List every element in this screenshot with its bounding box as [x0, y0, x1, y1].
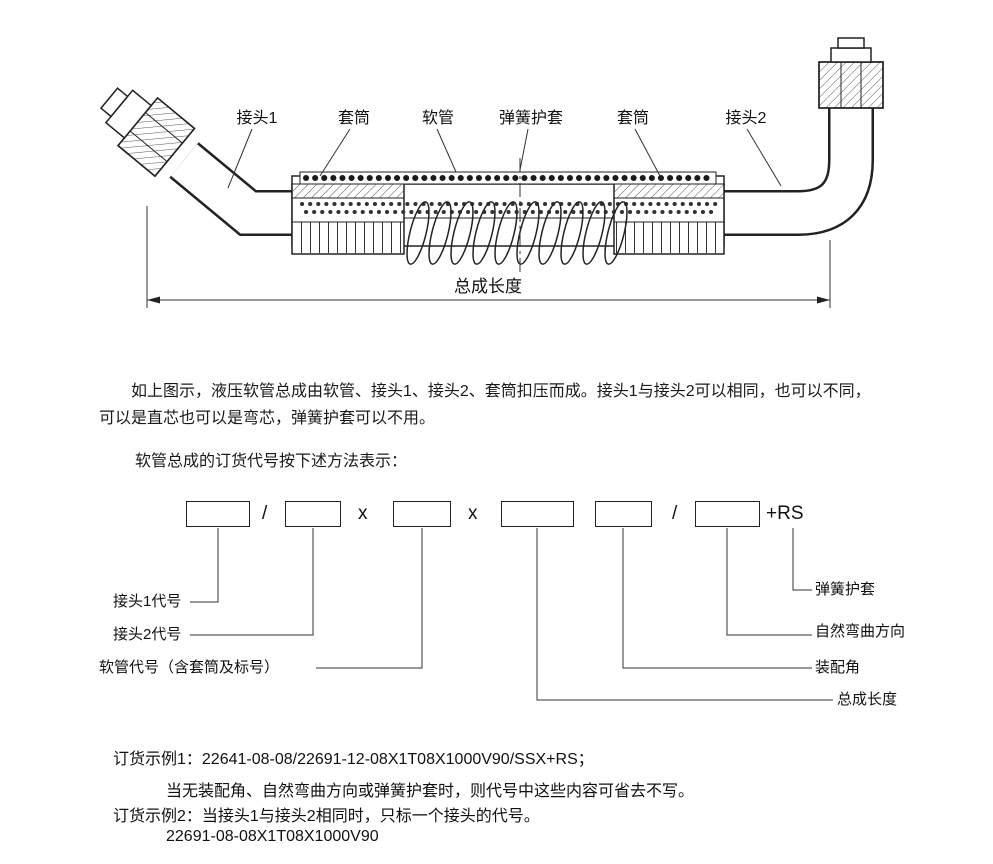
part-labels: 接头1 套筒 软管 弹簧护套 套筒 接头2: [227, 108, 782, 189]
label-joint1-code: 接头1代号: [113, 593, 182, 610]
label-hose-code: 软管代号（含套筒及标号）: [99, 659, 280, 676]
label-assembly-angle: 装配角: [815, 659, 861, 676]
part-label-joint1: 接头1: [237, 109, 278, 127]
part-label-spring-guard: 弹簧护套: [499, 108, 563, 127]
code-box-length: [501, 501, 574, 527]
dim-arrow-right: [817, 296, 830, 304]
wire-braid-dots: [300, 202, 718, 214]
intro-paragraph: 如上图示，液压软管总成由软管、接头1、接头2、套筒扣压而成。接头1与接头2可以相…: [99, 378, 871, 432]
label-assembly-length: 总成长度: [837, 691, 898, 708]
code-separator-x-1: x: [358, 503, 368, 524]
intro-line-2: 可以是直芯也可以是弯芯，弹簧护套可以不用。: [99, 410, 436, 427]
joint2-fitting: [712, 37, 884, 236]
sleeve-right: [613, 175, 725, 255]
hose-assembly-drawing: 接头1 套筒 软管 弹簧护套 套筒 接头2 总成长度: [99, 37, 884, 308]
order-example-1: 订货示例1：22641-08-08/22691-12-08X1T08X1000V…: [113, 751, 594, 768]
assembly-length-label: 总成长度: [454, 277, 522, 296]
dim-arrow-left: [147, 296, 160, 304]
label-spring-guard: 弹簧护套: [815, 581, 876, 598]
code-box-joint1: [186, 501, 250, 527]
order-example-1-note: 当无装配角、自然弯曲方向或弹簧护套时，则代号中这些内容可省去不写。: [166, 783, 695, 800]
order-example-2: 订货示例2：当接头1与接头2相同时，只标一个接头的代号。: [113, 808, 540, 825]
code-box-angle: [595, 501, 652, 527]
order-example-2-code: 22691-08-08X1T08X1000V90: [166, 828, 379, 845]
joint2-nut: [818, 37, 884, 109]
sleeve-left: [291, 175, 405, 255]
code-box-hose: [393, 501, 451, 527]
part-label-joint2: 接头2: [726, 109, 767, 127]
code-separator-slash-1: /: [262, 503, 268, 524]
label-joint2-code: 接头2代号: [113, 626, 182, 643]
intro-line-1: 如上图示，液压软管总成由软管、接头1、接头2、套筒扣压而成。接头1与接头2可以相…: [131, 383, 871, 400]
code-intro-line: 软管总成的订货代号按下述方法表示：: [135, 453, 408, 470]
code-separator-slash-2: /: [672, 503, 678, 524]
code-connector-lines: [190, 528, 833, 701]
code-suffix-rs: +RS: [766, 503, 804, 524]
part-label-sleeve-right: 套筒: [617, 109, 649, 127]
code-separator-x-2: x: [468, 503, 478, 524]
code-box-bend-direction: [695, 501, 760, 527]
joint1-nut: [99, 87, 196, 178]
part-label-sleeve-left: 套筒: [338, 109, 370, 127]
label-bend-direction: 自然弯曲方向: [815, 623, 906, 640]
code-box-joint2: [285, 501, 341, 527]
part-label-hose: 软管: [422, 109, 454, 127]
spring-guard-section: [299, 171, 717, 185]
spring-guard-coil: [406, 201, 628, 265]
leader-lines: [227, 128, 782, 189]
assembly-length-dimension: 总成长度: [146, 206, 831, 308]
joint1-fitting: [99, 87, 305, 236]
